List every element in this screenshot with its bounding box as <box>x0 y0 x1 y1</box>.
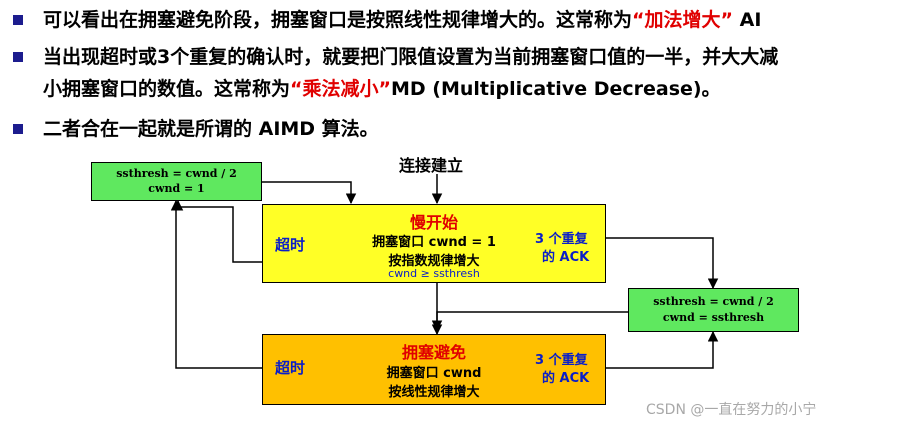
congestion-avoidance-line-1: 拥塞窗口 cwnd <box>386 366 482 381</box>
dup-ack-ssthresh-box: ssthresh = cwnd / 2 cwnd = ssthresh <box>628 288 799 332</box>
bullet-1-highlight: “加法增大” <box>632 9 733 31</box>
slow-start-title: 慢开始 <box>409 213 458 232</box>
arrow-dup-ack-box-to-ca <box>431 311 628 336</box>
timeout-box-line-2: cwnd = 1 <box>148 182 205 195</box>
ca-timeout-label: 超时 <box>275 359 306 377</box>
slow-start-box: 慢开始 拥塞窗口 cwnd = 1 按指数规律增大 cwnd ≥ ssthres… <box>262 204 606 283</box>
bullet-marker <box>13 15 23 25</box>
connection-established-label: 连接建立 <box>399 156 464 175</box>
dup-ack-box-line-2: cwnd = ssthresh <box>662 311 765 324</box>
timeout-box-line-1: ssthresh = cwnd / 2 <box>116 167 237 180</box>
arrow-ca-timeout <box>170 199 262 369</box>
ca-dup-ack-label-1: 3 个重复 <box>535 353 588 368</box>
congestion-avoidance-line-2: 按线性规律增大 <box>388 385 480 400</box>
arrow-timeout-box-to-slow-start <box>262 181 357 205</box>
bullet-marker <box>13 124 23 134</box>
bullet-2-suffix: MD (Multiplicative Decrease)。 <box>391 78 721 100</box>
bullet-1-text: 可以看出在拥塞避免阶段，拥塞窗口是按照线性规律增大的。这常称为 <box>43 9 633 31</box>
watermark: CSDN @一直在努力的小宁 <box>646 402 817 418</box>
congestion-avoidance-title: 拥塞避免 <box>401 343 466 362</box>
bullet-3: 二者合在一起就是所谓的 AIMD 算法。 <box>43 118 379 140</box>
bullet-1: 可以看出在拥塞避免阶段，拥塞窗口是按照线性规律增大的。这常称为“加法增大” AI <box>43 6 761 34</box>
slow-start-timeout-label: 超时 <box>275 236 306 254</box>
bullet-2-highlight: “乘法减小” <box>290 78 391 100</box>
bullet-2-line-2: 小拥塞窗口的数值。这常称为“乘法减小”MD (Multiplicative De… <box>43 75 721 103</box>
bullet-2-text: 小拥塞窗口的数值。这常称为 <box>43 78 291 100</box>
slow-start-dup-ack-label-2: 的 ACK <box>542 250 590 265</box>
arrow-ca-dup-ack <box>606 330 719 369</box>
arrow-slow-start-timeout <box>172 199 262 263</box>
ca-dup-ack-label-2: 的 ACK <box>542 371 590 386</box>
arrow-slow-start-dup-ack <box>606 237 719 290</box>
bullet-1-suffix: AI <box>733 9 762 31</box>
timeout-ssthresh-box: ssthresh = cwnd / 2 cwnd = 1 <box>91 162 262 201</box>
slow-start-line-1: 拥塞窗口 cwnd = 1 <box>372 235 496 250</box>
congestion-avoidance-box: 拥塞避免 拥塞窗口 cwnd 按线性规律增大 超时 3 个重复 的 ACK <box>262 334 606 405</box>
slow-start-dup-ack-label-1: 3 个重复 <box>535 232 588 247</box>
dup-ack-box-line-1: ssthresh = cwnd / 2 <box>653 295 774 308</box>
bullet-marker <box>13 52 23 62</box>
slow-start-condition: cwnd ≥ ssthresh <box>388 267 480 280</box>
slow-start-line-2: 按指数规律增大 <box>388 254 480 269</box>
bullet-2-line-1: 当出现超时或3个重复的确认时，就要把门限值设置为当前拥塞窗口值的一半，并大大减 <box>43 46 779 68</box>
